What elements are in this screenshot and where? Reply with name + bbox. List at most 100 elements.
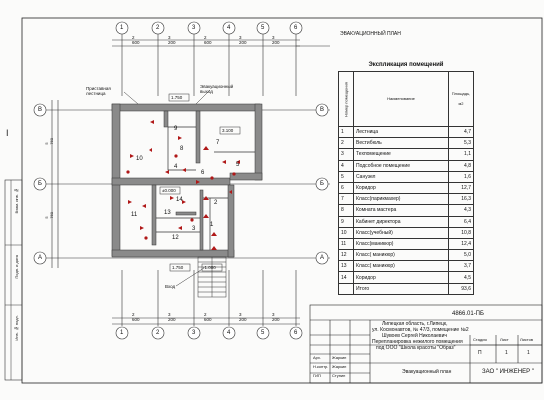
axis-6-bottom: 6 (294, 330, 298, 336)
axes-top (112, 21, 303, 96)
dim-top-1: 2 600 (132, 35, 140, 45)
col-name-header: Наименование (353, 71, 449, 127)
side-label-2: Подп. и дата (14, 255, 19, 279)
dim-bottom-3: 2 600 (204, 312, 212, 322)
axis-4-bottom: 4 (227, 330, 231, 336)
dim-bottom-5: 3 200 (272, 312, 280, 322)
axis-1-bottom: 1 (120, 330, 124, 336)
room-10: 10 (136, 156, 143, 162)
sheet-value: 1 (505, 350, 508, 356)
level-top: 1.750 (171, 95, 183, 100)
col-stage: Стадия (473, 337, 487, 342)
cell-name: Техпомещение (353, 148, 449, 161)
building-walls (111, 103, 263, 258)
name-2: Жаркин (332, 364, 347, 369)
axes-right (315, 103, 329, 265)
name-1: Жаркин (332, 355, 347, 360)
cell-area: 6,4 (448, 215, 474, 228)
cell-n: 3 (338, 148, 354, 161)
cell-name: Класс(учебный) (353, 226, 449, 239)
cell-area: 1,6 (448, 170, 474, 183)
axis-5-top: 5 (261, 25, 265, 31)
cell-name: Лестница (353, 125, 449, 139)
cell-name: Вестибюль (353, 137, 449, 150)
dim-bottom-4: 3 200 (239, 312, 247, 322)
dim-top-4: 3 200 (239, 35, 247, 45)
cell-n: 7 (338, 193, 354, 206)
room-7: 7 (216, 140, 220, 146)
role-2: Н.контр. (313, 364, 329, 369)
dim-top-5: 3 200 (272, 35, 280, 45)
room-12: 12 (172, 235, 179, 241)
level-mid: 3.100 (222, 128, 234, 133)
drawing-code: 4866.01-ПБ (452, 311, 484, 317)
axis-b-right: Б (320, 181, 324, 187)
axis-5-bottom: 5 (261, 330, 265, 336)
explication-panel: Экспликация помещений Номер помещения На… (338, 62, 474, 295)
owner-name: Шувоев Сергей Николаевич (382, 333, 447, 339)
col-num-header: Номер помещения (338, 71, 354, 127)
axis-v-right: В (320, 107, 325, 113)
axis-1-top: 1 (120, 25, 124, 31)
cell-area: 4,3 (448, 204, 474, 217)
col-area-header: Площадь, м2 (448, 71, 474, 127)
col-sheets: Листов (520, 337, 533, 342)
title-block-grid (309, 304, 543, 384)
stage-value: П (478, 350, 482, 356)
axis-2-bottom: 2 (156, 330, 160, 336)
cell-n: 9 (338, 215, 354, 228)
cell-area: 4,7 (448, 125, 474, 139)
sheet-title: Эвакуационный план (402, 369, 452, 375)
dim-left-2: 5 760 (44, 211, 54, 219)
axis-3-bottom: 3 (192, 330, 196, 336)
partitions (156, 126, 255, 250)
axis-a-right: А (320, 255, 325, 261)
address-line-2: ул. Космонавтов, № 47/3, помещение №2 (372, 327, 469, 333)
cell-area: 12,4 (448, 237, 474, 251)
sheets-value: 1 (527, 350, 530, 356)
axis-3-top: 3 (192, 25, 196, 31)
room-11: 11 (131, 212, 138, 218)
cell-n: 5 (338, 170, 354, 183)
room-1: 1 (210, 222, 214, 228)
cell-n: 8 (338, 204, 354, 217)
cell-name: Кабинет директора (353, 215, 449, 228)
room-8: 8 (180, 146, 184, 152)
cell-name: Комната мастера (353, 204, 449, 217)
role-1: Арх. (313, 355, 321, 360)
cell-name: Подсобное помещение (353, 159, 449, 172)
cell-n: 11 (338, 237, 354, 251)
level-bottom2: -1.000 (203, 265, 216, 270)
cell-n: 14 (338, 271, 354, 284)
axis-4-top: 4 (227, 25, 231, 31)
total-label: Итого (353, 282, 449, 295)
dim-top-3: 2 600 (204, 35, 212, 45)
cell-area: 1,1 (448, 148, 474, 161)
binding-mark: I (6, 128, 9, 138)
cell-area: 4,8 (448, 159, 474, 172)
cell-name: Коридор (353, 181, 449, 195)
room-3: 3 (192, 226, 196, 232)
room-14: 14 (176, 197, 183, 203)
cell-name: Класс( маникюр) (353, 260, 449, 273)
cell-n: 2 (338, 137, 354, 150)
room-5: 5 (236, 162, 240, 168)
side-label-1: Взам. инв. № (14, 188, 19, 214)
explication-title: Экспликация помещений (368, 62, 444, 68)
total-row: Итого 93,6 (338, 282, 474, 295)
cell-n: 4 (338, 159, 354, 172)
binding-strip (4, 179, 23, 381)
